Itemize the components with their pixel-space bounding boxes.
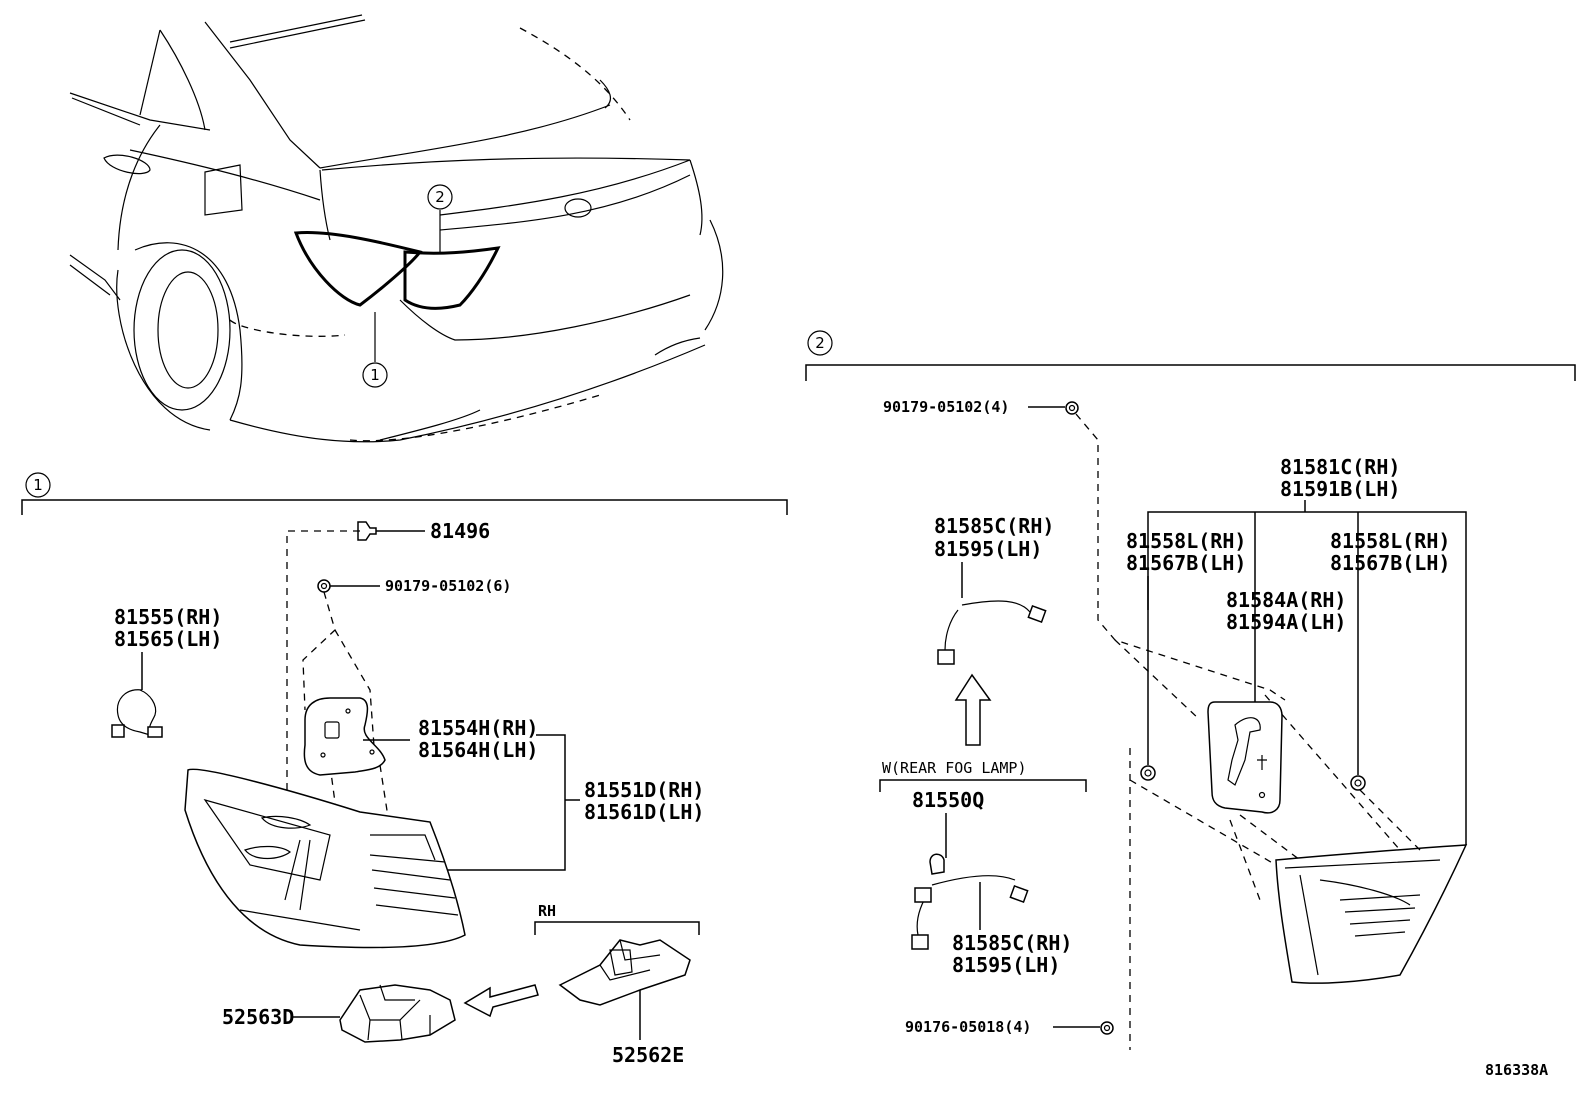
bracket-group: RH 52562E 52563D (222, 902, 700, 1067)
callout-1-car: 1 (370, 366, 380, 384)
section-2-inner-lamp: 2 90179-05102(4) 81585C(RH) 81595(LH) W(… (805, 330, 1576, 1050)
label-81584A-rh: 81584A(RH) (1226, 588, 1346, 612)
car-rear-illustration: 2 1 (69, 14, 724, 443)
label-81555-rh: 81555(RH) (114, 605, 222, 629)
label-81558L-rh-right: 81558L(RH) (1330, 529, 1450, 553)
label-90179-05102-4: 90179-05102(4) (883, 398, 1009, 416)
label-81496: 81496 (430, 519, 490, 543)
section-1-callout: 1 (33, 476, 43, 494)
section-1-outer-lamp: 1 81496 90179-05102(6) 81555(RH) 81565(L… (21, 472, 788, 1067)
label-81561D-lh: 81561D(LH) (584, 800, 704, 824)
rh-tag: RH (538, 902, 556, 920)
label-52563D: 52563D (222, 1005, 294, 1029)
label-81550Q: 81550Q (912, 788, 984, 812)
label-90176-05018-4: 90176-05018(4) (905, 1018, 1031, 1036)
socket-81585C-upper: 81585C(RH) 81595(LH) (934, 514, 1054, 746)
screw-90179-4: 90179-05102(4) (883, 398, 1286, 721)
label-52562E: 52562E (612, 1043, 684, 1067)
label-81551D-rh: 81551D(RH) (584, 778, 704, 802)
section-2-callout: 2 (815, 334, 825, 352)
label-81594A-lh: 81594A(LH) (1226, 610, 1346, 634)
inner-lamp-cover-81584A: 81584A(RH) 81594A(LH) (1207, 512, 1346, 814)
socket-81555: 81555(RH) 81565(LH) (111, 605, 222, 738)
label-81595-lh-lower: 81595(LH) (952, 953, 1060, 977)
label-81595-lh-upper: 81595(LH) (934, 537, 1042, 561)
label-81567B-lh-left: 81567B(LH) (1126, 551, 1246, 575)
fog-group-label: W(REAR FOG LAMP) (882, 759, 1027, 777)
screw-90176: 90176-05018(4) (905, 748, 1131, 1050)
label-81554H-rh: 81554H(RH) (418, 716, 538, 740)
label-81564H-lh: 81564H(LH) (418, 738, 538, 762)
label-81585C-rh-lower: 81585C(RH) (952, 931, 1072, 955)
callout-2-car: 2 (435, 188, 445, 206)
label-81585C-rh-upper: 81585C(RH) (934, 514, 1054, 538)
label-90179-05102-6: 90179-05102(6) (385, 577, 511, 595)
gasket-right: 81558L(RH) 81567B(LH) (1330, 512, 1450, 791)
label-81581C-rh: 81581C(RH) (1280, 455, 1400, 479)
gasket-left: 81558L(RH) 81567B(LH) (1126, 529, 1246, 781)
label-81565-lh: 81565(LH) (114, 627, 222, 651)
rear-fog-lamp-group: W(REAR FOG LAMP) 81550Q 81585C(RH) 81595… (879, 759, 1087, 977)
clip-81496: 81496 (357, 519, 490, 543)
screw-90179-6: 90179-05102(6) (317, 577, 511, 595)
inner-lamp-81581C: 81581C(RH) 81591B(LH) (1129, 455, 1468, 984)
drawing-code: 816338A (1485, 1061, 1548, 1079)
tail-lamp-81551D: 81551D(RH) 81561D(LH) (184, 768, 704, 949)
label-81567B-lh-right: 81567B(LH) (1330, 551, 1450, 575)
label-81591B-lh: 81591B(LH) (1280, 477, 1400, 501)
label-81558L-rh-left: 81558L(RH) (1126, 529, 1246, 553)
lamp-cover-81554H: 81554H(RH) 81564H(LH) (303, 697, 566, 871)
